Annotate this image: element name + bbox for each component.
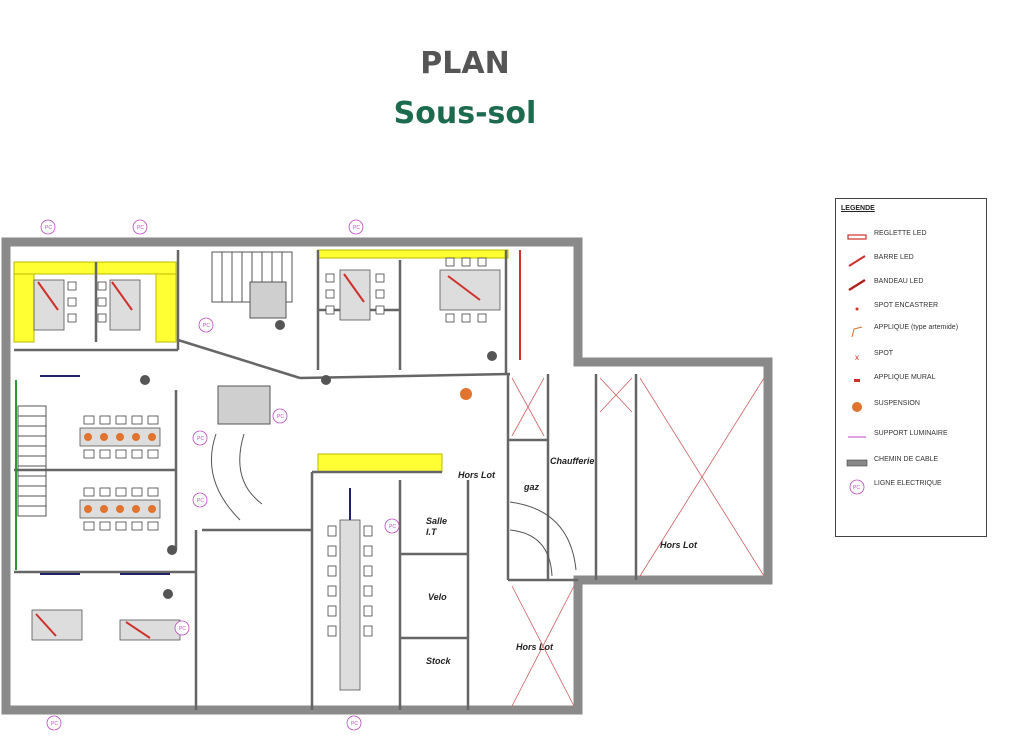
pc-marker: PC [46,715,62,731]
legend-item: SUSPENSION [836,397,986,417]
legend-item: APPLIQUE MURAL [836,371,986,391]
svg-text:PC: PC [179,626,186,632]
legend-item: BARRE LED [836,251,986,271]
svg-text:PC: PC [389,524,396,530]
pc-marker: PC [198,317,214,333]
page-subtitle: Sous-sol [393,96,537,131]
pc-marker: PC [132,219,148,235]
room-label-hors-lot-east: Hors Lot [660,540,698,550]
legend: LEGENDE REGLETTE LED BARRE LED BANDEAU L… [835,198,987,537]
pc-markers: PC PC PC PC PC PC PC PC [40,219,400,731]
support-luminaire-icon [848,436,866,438]
applique-icon [851,326,863,338]
pc-marker: PC [40,219,56,235]
legend-item: CHEMIN DE CABLE [836,453,986,473]
interior-walls [14,250,638,710]
svg-text:PC: PC [45,225,52,231]
room-label-gaz: gaz [523,482,540,492]
spot-encastrer-icon [855,307,859,311]
svg-text:PC: PC [197,436,204,442]
lift [249,281,287,319]
svg-text:PC: PC [351,721,358,727]
legend-item: x SPOT [836,347,986,367]
svg-text:x: x [855,353,859,362]
suspension-lights [84,388,472,513]
pc-marker: PC [174,620,190,636]
ligne-electrique-icon: PC [849,479,865,495]
svg-text:PC: PC [853,485,860,491]
svg-text:PC: PC [277,414,284,420]
legend-item: APPLIQUE (type artemide) [836,321,986,341]
lift-2 [217,385,271,425]
barre-led-icon [848,255,866,267]
applique-mural-icon [854,379,860,382]
legend-item: SPOT ENCASTRER [836,299,986,319]
hors-lot-crosses [511,377,765,707]
spot-icon: x [855,353,859,362]
chairs [67,257,487,637]
led-bars [35,250,521,639]
page-title: PLAN [420,46,510,81]
reglette-led-icon [847,234,867,240]
pc-marker: PC [384,518,400,534]
legend-item: SUPPORT LUMINAIRE [836,427,986,447]
highlight-zones [13,249,509,473]
svg-text:PC: PC [353,225,360,231]
svg-text:PC: PC [51,721,58,727]
plants [140,320,497,599]
svg-text:PC: PC [197,498,204,504]
room-label-velo: Velo [428,592,447,602]
legend-item: REGLETTE LED [836,227,986,247]
pc-marker: PC [192,492,208,508]
pc-marker: PC [346,715,362,731]
legend-title: LEGENDE [841,205,875,212]
suspension-icon [852,402,862,412]
room-label-stock: Stock [426,656,452,666]
room-label-hors-lot: Hors Lot [458,470,496,480]
cable-trays [40,375,351,575]
room-label-hors-lot-south: Hors Lot [516,642,554,652]
pc-marker: PC [272,408,288,424]
floor-plan: PC PC PC PC PC PC PC PC [1,219,773,731]
svg-text:PC: PC [203,323,210,329]
furniture [31,269,501,691]
bandeau-led-icon [848,278,866,292]
svg-text:PC: PC [137,225,144,231]
pc-marker: PC [348,219,364,235]
room-label-chaufferie: Chaufferie [550,456,594,466]
legend-item: BANDEAU LED [836,275,986,295]
pc-marker: PC [192,430,208,446]
legend-item: PC LIGNE ELECTRIQUE [836,477,986,497]
chemin-de-cable-icon [846,459,868,467]
